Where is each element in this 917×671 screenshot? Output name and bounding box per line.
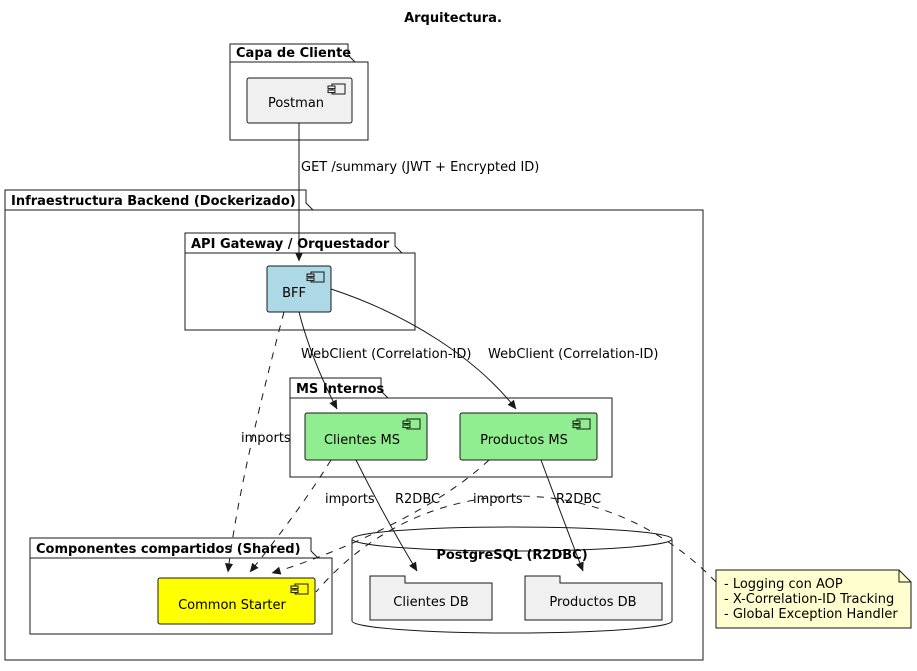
component-box <box>157 577 316 625</box>
package-tab <box>229 43 357 63</box>
note-fold-corner <box>898 570 911 583</box>
database-label: PostgreSQL (R2DBC) <box>436 548 587 563</box>
folder-label: Clientes DB <box>393 595 468 610</box>
component-icon <box>306 271 325 283</box>
component-icon <box>572 418 591 430</box>
component-label: Common Starter <box>178 598 286 613</box>
edge-label-imports-clientes: imports <box>325 492 375 507</box>
edge-label-imports-bff: imports <box>241 431 291 446</box>
note-line: - Logging con AOP <box>724 577 843 592</box>
folder-shape <box>524 575 663 621</box>
package-label: API Gateway / Orquestador <box>191 237 390 252</box>
component-icon <box>290 583 309 595</box>
package-label: Capa de Cliente <box>236 46 351 61</box>
package-tab <box>184 232 404 254</box>
edge-label-webclient-productos: WebClient (Correlation-ID) <box>488 347 658 362</box>
component-label: Productos MS <box>480 433 568 448</box>
package-label: Infraestructura Backend (Dockerizado) <box>11 194 296 209</box>
component-label: BFF <box>282 286 306 301</box>
edges: GET /summary (JWT + Encrypted ID) WebCli… <box>224 123 717 593</box>
component-icon <box>402 418 421 430</box>
package-tab <box>289 377 390 399</box>
component-clientes-ms: Clientes MS <box>304 412 428 461</box>
note-shape <box>715 569 912 629</box>
component-postman: Postman <box>246 77 353 124</box>
edge-label-webclient-clientes: WebClient (Correlation-ID) <box>301 347 471 362</box>
component-bff: BFF <box>266 265 332 313</box>
edge-bff-clientes-ms <box>298 311 338 410</box>
edge-bff-common-starter <box>224 311 285 573</box>
database-cylinder-top <box>351 526 673 552</box>
component-icon <box>327 83 346 95</box>
edge-note-common-starter <box>315 495 717 593</box>
edge-bff-productos-ms <box>330 288 517 410</box>
component-label: Postman <box>268 96 324 111</box>
edge-label-r2dbc-productos: R2DBC <box>556 492 601 507</box>
package-tab <box>4 189 315 211</box>
component-box <box>304 412 428 461</box>
edge-label-get-summary: GET /summary (JWT + Encrypted ID) <box>301 160 539 175</box>
folder-productos-db: Productos DB <box>524 575 663 621</box>
edge-clientes-ms-common-starter <box>249 459 332 573</box>
edge-label-r2dbc-clientes: R2DBC <box>395 492 440 507</box>
component-label: Clientes MS <box>324 433 400 448</box>
note-line: - Global Exception Handler <box>724 607 898 622</box>
package-tab <box>29 537 320 559</box>
edge-productos-ms-common-starter <box>271 459 490 575</box>
folder-label: Productos DB <box>549 595 636 610</box>
component-productos-ms: Productos MS <box>459 412 598 461</box>
edge-clientes-ms-db <box>355 459 418 572</box>
component-common-starter: Common Starter <box>157 577 316 625</box>
package-label: Componentes compartidos (Shared) <box>36 542 301 557</box>
edge-productos-ms-db <box>540 459 584 572</box>
package-label: MS Internos <box>296 382 385 397</box>
note-line: - X-Correlation-ID Tracking <box>724 592 894 607</box>
edge-label-imports-productos: imports <box>473 492 523 507</box>
folder-clientes-db: Clientes DB <box>369 575 493 621</box>
folder-shape <box>369 575 493 621</box>
note-common-starter: - Logging con AOP - X-Correlation-ID Tra… <box>715 569 912 629</box>
diagram-title: Arquitectura. <box>404 11 502 26</box>
component-box <box>459 412 598 461</box>
